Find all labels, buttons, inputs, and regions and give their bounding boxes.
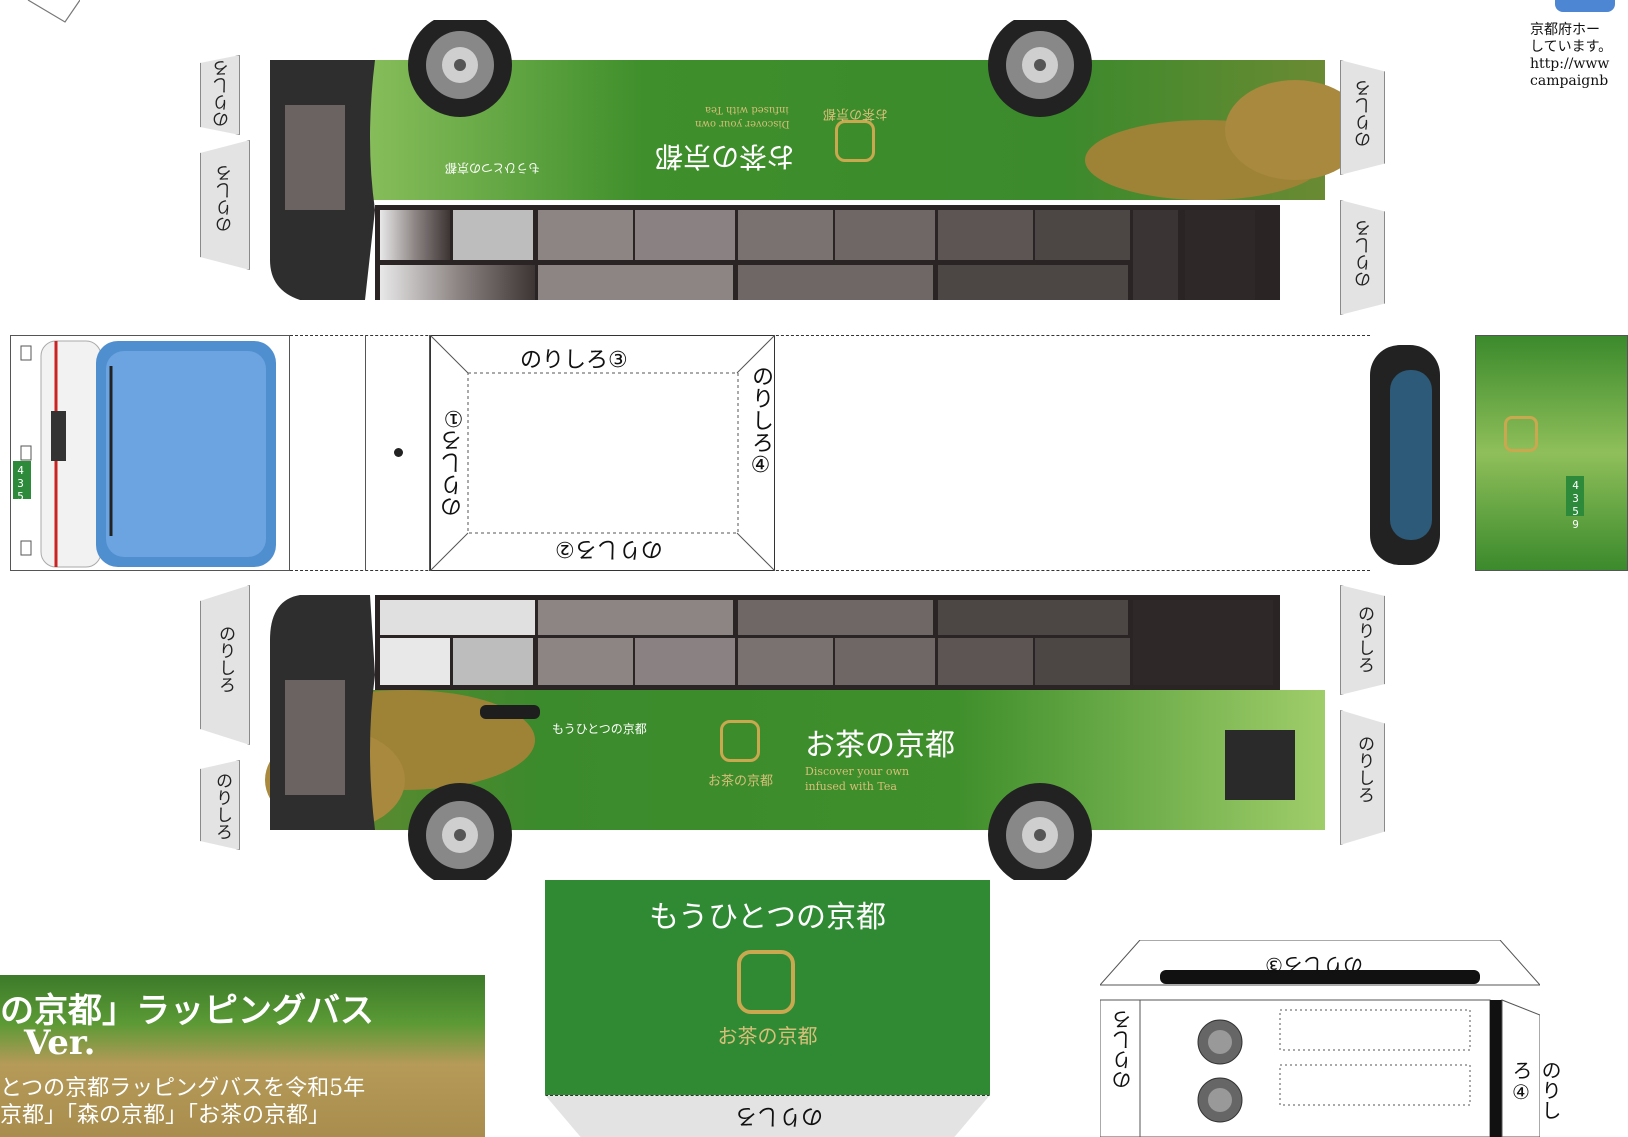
source-note: 京都府ホー しています。 http://www campaignb: [1530, 22, 1612, 90]
logo-caption-top: お茶の京都: [823, 106, 889, 121]
roof-flap-glue-label: のりしろ: [735, 1103, 824, 1128]
bus-side-bottom: もうひとつの京都 お茶の京都 お茶の京都 Discover your own i…: [245, 580, 1350, 887]
bus-side-top: お茶の京都 もうひとつの京都 お茶の京都 Discover your own i…: [245, 13, 1365, 320]
glue-tab-bottom-right-2: [1340, 710, 1385, 845]
blue-tab-corner: [1555, 0, 1615, 12]
roof-piece-glue-3: のりしろ③: [1265, 953, 1363, 977]
roof-piece-glue-1: のりしろ: [1111, 1010, 1135, 1090]
bus-rear: 4359: [1475, 335, 1628, 571]
note-line-3: http://www: [1530, 56, 1610, 72]
bus-front-art: [13, 340, 276, 568]
roof-piece: のりしろ③ のりしろ のりしろ④: [1098, 939, 1562, 1137]
corner-mark: [27, 0, 80, 23]
rear-logo: [1504, 416, 1538, 452]
pin-dot: [394, 448, 403, 457]
banner-line-2: Ver.: [24, 1023, 96, 1063]
glue-box: [430, 335, 775, 571]
roof-piece-glue-4: のりしろ④: [1509, 1060, 1562, 1120]
roof-flap-logo-caption: お茶の京都: [717, 1024, 818, 1048]
glue-label-top-right-1: のりしろ: [1355, 80, 1375, 148]
english-top-1: Discover your own: [695, 118, 790, 129]
english-top-2: infused with Tea: [705, 104, 789, 115]
glue-label-bottom-left-2: のりしろ: [212, 772, 232, 840]
glue-label-top-left-2: のりしろ: [216, 165, 236, 233]
livery-title-bottom: お茶の京都: [805, 728, 955, 763]
glue-label-top-left-1: のりしろ: [213, 60, 233, 128]
bus-side-bottom-body: [265, 595, 1325, 887]
glue-label-1: のりしろ①: [441, 405, 466, 518]
rear-plate-box: [1566, 476, 1584, 516]
note-line-4: campaignb: [1530, 73, 1609, 89]
english-bottom-1: Discover your own: [805, 765, 910, 778]
english-bottom-2: infused with Tea: [805, 780, 897, 793]
roof-flap-logo: [737, 950, 795, 1014]
info-banner: の京都」ラッピングバス Ver. とつの京都ラッピングバスを令和5年 京都」「森…: [0, 975, 485, 1137]
glue-tab-bottom-right-1: [1340, 585, 1385, 695]
note-line-1: 京都府ホー: [1530, 22, 1600, 38]
livery-subtitle-bottom: もうひとつの京都: [552, 722, 647, 736]
banner-line-4: 京都」「森の京都」「お茶の京都」: [0, 1103, 331, 1128]
banner-line-3: とつの京都ラッピングバスを令和5年: [0, 1076, 366, 1101]
livery-subtitle-top: もうひとつの京都: [445, 161, 540, 175]
roof-strip: [290, 335, 1370, 571]
bus-rear-window: [1370, 345, 1440, 565]
note-line-2: しています。: [1530, 39, 1613, 55]
glue-label-bottom-right-2: のりしろ: [1354, 735, 1374, 803]
bus-front: 4359: [10, 335, 290, 571]
glue-label-3: のりしろ③: [520, 348, 628, 373]
glue-label-top-right-2: のりしろ: [1355, 220, 1375, 288]
glue-tab-top-right-2: [1340, 200, 1385, 315]
logo-bottom: [720, 720, 760, 762]
roof-flap: もうひとつの京都 お茶の京都: [545, 880, 990, 1095]
glue-label-bottom-left-1: のりしろ: [215, 625, 235, 693]
banner-line-1: の京都」ラッピングバス: [0, 991, 374, 1031]
roof-piece-art: [1098, 939, 1542, 1137]
rear-plate: 4359: [1569, 479, 1582, 531]
logo-caption-bottom: お茶の京都: [708, 774, 774, 789]
roof-flap-subtitle: もうひとつの京都: [649, 900, 886, 935]
glue-label-bottom-right-1: のりしろ: [1354, 605, 1374, 673]
glue-label-4: のりしろ④: [748, 365, 773, 478]
rear-glass: [1390, 370, 1432, 540]
roof-flap-glue: [545, 1095, 990, 1137]
front-plate: 4359: [14, 464, 27, 516]
bus-side-top-body: [270, 13, 1365, 300]
glue-label-2: のりしろ②: [555, 536, 663, 561]
logo-top: [835, 120, 875, 162]
roof-panel: [365, 335, 430, 571]
glue-box-lines: [430, 335, 775, 571]
livery-title-top: お茶の京都: [655, 140, 796, 173]
